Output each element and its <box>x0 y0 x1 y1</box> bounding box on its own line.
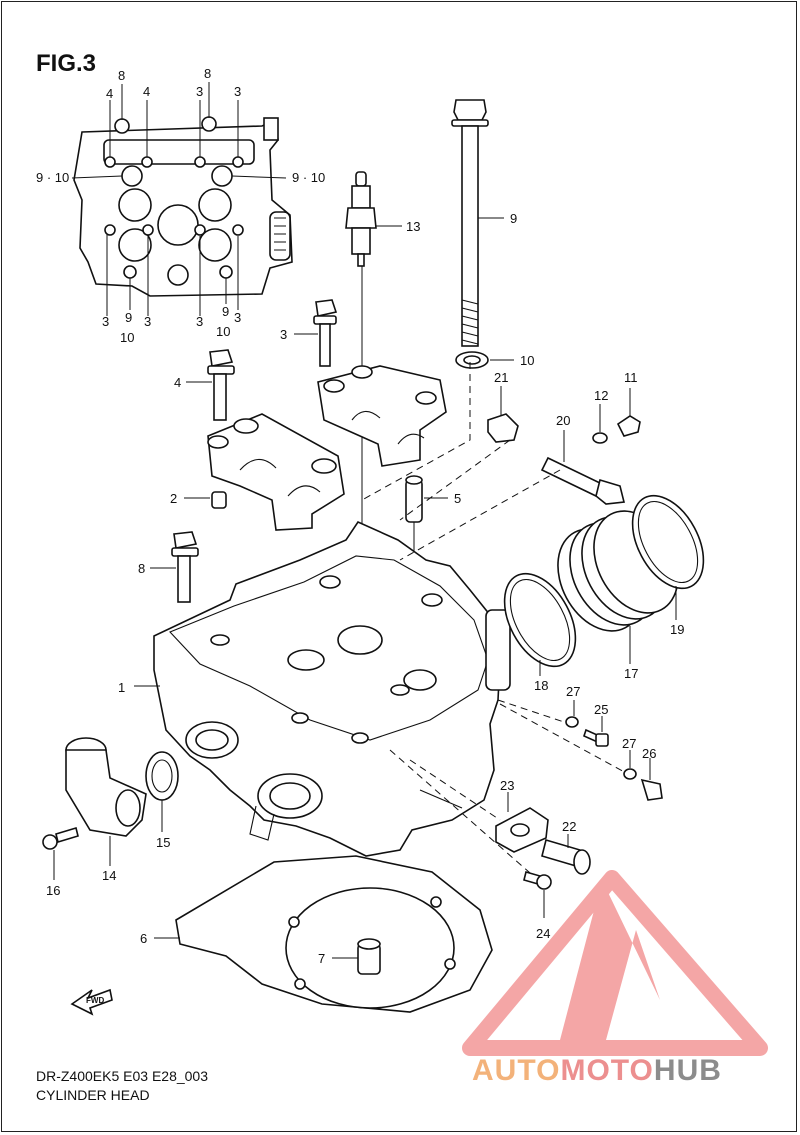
camshaft-cap-upper <box>317 365 447 467</box>
callout-inset-4b: 4 <box>143 84 150 99</box>
washer-10 <box>455 351 514 369</box>
screw-24 <box>523 871 552 918</box>
inset-top-view <box>71 82 293 316</box>
camshaft-cap-lower <box>207 413 345 531</box>
callout-labels: 8 8 4 4 3 3 9 · 10 9 · 10 3 9 3 3 9 3 10… <box>36 66 684 966</box>
washer-12 <box>592 404 608 444</box>
callout-inset-3d: 3 <box>144 314 151 329</box>
long-bolt-9 <box>451 99 504 347</box>
watermark-moto: MOTO <box>560 1054 654 1087</box>
callout-inset-10b: 10 <box>216 324 230 339</box>
screw-25 <box>583 716 609 747</box>
adapter-23 <box>495 792 549 853</box>
callout-11: 11 <box>624 370 638 385</box>
bolt-8 <box>150 531 199 603</box>
callout-20: 20 <box>556 413 570 428</box>
callout-24: 24 <box>536 926 550 941</box>
callout-inset-4a: 4 <box>106 86 113 101</box>
watermark-logo <box>462 870 768 1056</box>
watermark-text: AUTOMOTOHUB <box>472 1054 722 1088</box>
callout-3: 3 <box>280 327 287 342</box>
callout-inset-10a: 10 <box>120 330 134 345</box>
water-elbow-14 <box>65 737 147 866</box>
callout-17: 17 <box>624 666 638 681</box>
callout-18: 18 <box>534 678 548 693</box>
model-code: DR-Z400EK5 E03 E28_003 <box>36 1068 208 1084</box>
callout-19: 19 <box>670 622 684 637</box>
bolt-11 <box>616 388 641 437</box>
fwd-label: FWD <box>86 996 104 1005</box>
dowel-pin-7 <box>332 938 381 975</box>
forward-direction-badge: FWD <box>70 988 113 1016</box>
cylinder-head-1 <box>134 520 511 857</box>
callout-4: 4 <box>174 375 181 390</box>
bolt-26 <box>640 758 663 801</box>
callout-15: 15 <box>156 835 170 850</box>
spark-plug-13 <box>345 171 402 620</box>
gasket-15 <box>145 751 179 832</box>
clamp-19 <box>631 494 705 620</box>
callout-inset-3e: 3 <box>196 314 203 329</box>
callout-27a: 27 <box>566 684 580 699</box>
callout-14: 14 <box>102 868 116 883</box>
callout-inset-9-10a: 9 · 10 <box>36 170 69 185</box>
washer-27a <box>565 700 579 728</box>
callout-inset-3c: 3 <box>102 314 109 329</box>
bolt-3 <box>294 299 338 367</box>
callout-inset-3f: 3 <box>234 310 241 325</box>
callout-1: 1 <box>118 680 125 695</box>
bolt-4 <box>186 349 235 421</box>
callout-21: 21 <box>494 370 508 385</box>
bolt-20 <box>540 430 625 505</box>
callout-9: 9 <box>510 211 517 226</box>
figure-title: FIG.3 <box>36 50 97 77</box>
bolt-22 <box>541 834 591 875</box>
bolt-16 <box>42 826 79 880</box>
callout-inset-8a: 8 <box>118 68 125 83</box>
washer-27b <box>623 750 637 780</box>
callout-12: 12 <box>594 388 608 403</box>
callout-10: 10 <box>520 353 534 368</box>
callout-inset-8b: 8 <box>204 66 211 81</box>
callout-25: 25 <box>594 702 608 717</box>
callout-inset-3b: 3 <box>234 84 241 99</box>
callout-23: 23 <box>500 778 514 793</box>
callout-13: 13 <box>406 219 420 234</box>
watermark-auto: AUTO <box>472 1054 561 1087</box>
callout-inset-9-10b: 9 · 10 <box>292 170 325 185</box>
callout-7: 7 <box>318 951 325 966</box>
callout-inset-9b: 9 <box>222 304 229 319</box>
head-gasket-6 <box>154 855 493 1013</box>
callout-22: 22 <box>562 819 576 834</box>
callout-26: 26 <box>642 746 656 761</box>
callout-5: 5 <box>454 491 461 506</box>
callout-16: 16 <box>46 883 60 898</box>
callout-inset-3a: 3 <box>196 84 203 99</box>
assembly-name: CYLINDER HEAD <box>36 1087 150 1103</box>
callout-2: 2 <box>170 491 177 506</box>
watermark-hub: HUB <box>653 1054 722 1087</box>
plug-21 <box>487 386 519 443</box>
callout-27b: 27 <box>622 736 636 751</box>
callout-8: 8 <box>138 561 145 576</box>
clamp-18 <box>503 572 577 676</box>
callout-6: 6 <box>140 931 147 946</box>
callout-inset-9a: 9 <box>125 310 132 325</box>
dowel-pin-2 <box>184 491 227 509</box>
